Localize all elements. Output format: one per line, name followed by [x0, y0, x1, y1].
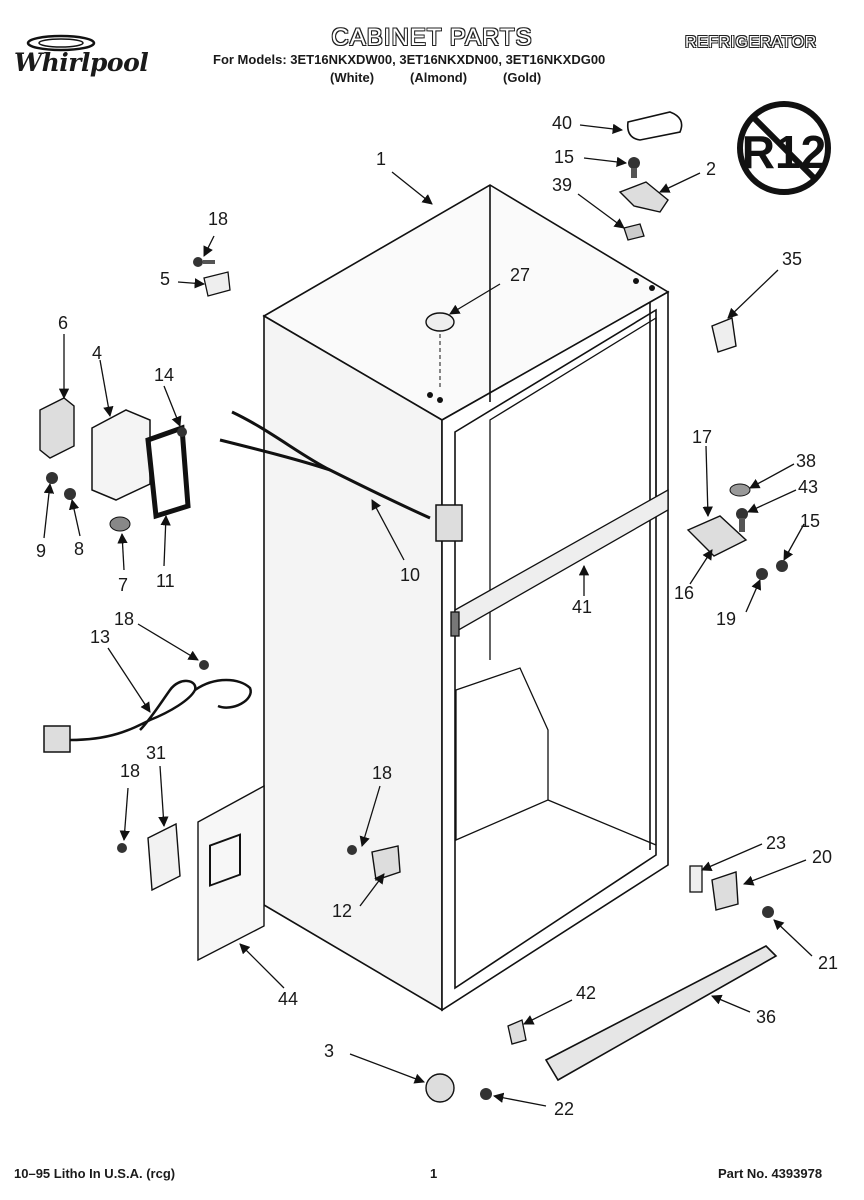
part-number: Part No. 4393978 [718, 1166, 823, 1181]
callout-15-mid: 15 [800, 511, 821, 531]
callout-18-top: 18 [208, 209, 229, 229]
bracket-screw-part [177, 427, 187, 437]
cover-screw-part [117, 843, 127, 853]
relay-bracket-part [145, 424, 191, 520]
callout-2: 2 [706, 159, 717, 179]
callout-5: 5 [160, 269, 171, 289]
callout-leaders [43, 123, 813, 1107]
callout-4: 4 [92, 343, 103, 363]
callout-36: 36 [756, 1007, 777, 1027]
cord-screw-part [199, 660, 209, 670]
variant-almond: (Almond) [410, 70, 468, 85]
wire-harness-part [219, 410, 463, 542]
callout-13: 13 [90, 627, 111, 647]
hinge-screw-top [628, 157, 640, 178]
cabinet-body [262, 184, 670, 1012]
callout-31: 31 [146, 743, 167, 763]
bottom-shim-part [689, 865, 703, 893]
grommet-part [109, 516, 131, 532]
callout-27: 27 [510, 265, 531, 285]
bottom-hinge-screw [762, 906, 774, 918]
page-title: CABINET PARTS [331, 24, 533, 51]
power-cord-part [43, 678, 252, 753]
toe-grille-part [544, 945, 778, 1082]
hinge-washer-part [729, 483, 751, 497]
bottom-hinge-part [711, 871, 739, 911]
callout-8: 8 [74, 539, 85, 559]
callout-12: 12 [332, 901, 353, 921]
variant-white: (White) [330, 70, 375, 85]
callout-44: 44 [278, 989, 299, 1009]
callout-18-cord: 18 [114, 609, 135, 629]
leveler-screw-part [480, 1088, 492, 1100]
callout-38: 38 [796, 451, 817, 471]
callout-23: 23 [766, 833, 787, 853]
callout-10: 10 [400, 565, 421, 585]
cabinet-top-holes [427, 278, 655, 403]
models-line: For Models: 3ET16NKXDW00, 3ET16NKXDN00, … [213, 52, 606, 67]
callout-35: 35 [782, 249, 803, 269]
callout-1: 1 [376, 149, 387, 169]
grille-clip-part [507, 1019, 527, 1045]
callout-20: 20 [812, 847, 833, 867]
callout-19: 19 [716, 609, 737, 629]
top-hinge-part [618, 181, 669, 213]
callout-41: 41 [572, 597, 593, 617]
relay-part [39, 397, 75, 459]
callout-18-cover: 18 [120, 761, 141, 781]
category-label: REFRIGERATOR [685, 34, 817, 51]
callout-18-bracket: 18 [372, 763, 393, 783]
callout-40: 40 [552, 113, 573, 133]
callout-7: 7 [118, 575, 129, 595]
callout-9: 9 [36, 541, 47, 561]
side-trim-part [711, 317, 737, 353]
page-number: 1 [430, 1166, 438, 1181]
callout-3: 3 [324, 1041, 335, 1061]
hinge-cover-part [626, 111, 683, 141]
relay-screw-8 [64, 488, 76, 500]
callout-6: 6 [58, 313, 69, 333]
callout-15-top: 15 [554, 147, 575, 167]
callout-21: 21 [818, 953, 839, 973]
hinge-pin-part [736, 508, 748, 532]
callout-16: 16 [674, 583, 695, 603]
hinge-screw-mid [776, 560, 788, 572]
hinge-screw-lower [756, 568, 768, 580]
mount-bracket-part [347, 845, 401, 881]
cord-clip-part [203, 271, 231, 297]
whirlpool-logo: Whirlpool [14, 34, 184, 78]
print-info: 10–95 Litho In U.S.A. (rcg) [14, 1166, 176, 1181]
callout-43: 43 [798, 477, 819, 497]
no-r12-icon: R12 [737, 101, 831, 195]
rear-panel-part [197, 784, 265, 962]
callout-14: 14 [154, 365, 175, 385]
callout-11: 11 [156, 571, 175, 591]
callout-17: 17 [692, 427, 713, 447]
center-hinge-part [686, 515, 748, 557]
callout-39: 39 [552, 175, 573, 195]
callout-22: 22 [554, 1099, 575, 1119]
relay-screw-9 [46, 472, 58, 484]
rear-panel-window [209, 833, 241, 887]
callout-42: 42 [576, 983, 597, 1003]
brand-swoosh-icon [26, 34, 96, 52]
clip-screw-part [193, 257, 215, 267]
cabinet-interior [450, 316, 669, 846]
variant-gold: (Gold) [503, 70, 542, 85]
top-plug-part [425, 312, 455, 388]
leveler-part [425, 1073, 455, 1103]
access-cover-part [147, 822, 181, 892]
hinge-shim-part [623, 223, 645, 241]
relay-cover-part [91, 409, 151, 501]
brand-wordmark: Whirlpool [14, 48, 149, 77]
